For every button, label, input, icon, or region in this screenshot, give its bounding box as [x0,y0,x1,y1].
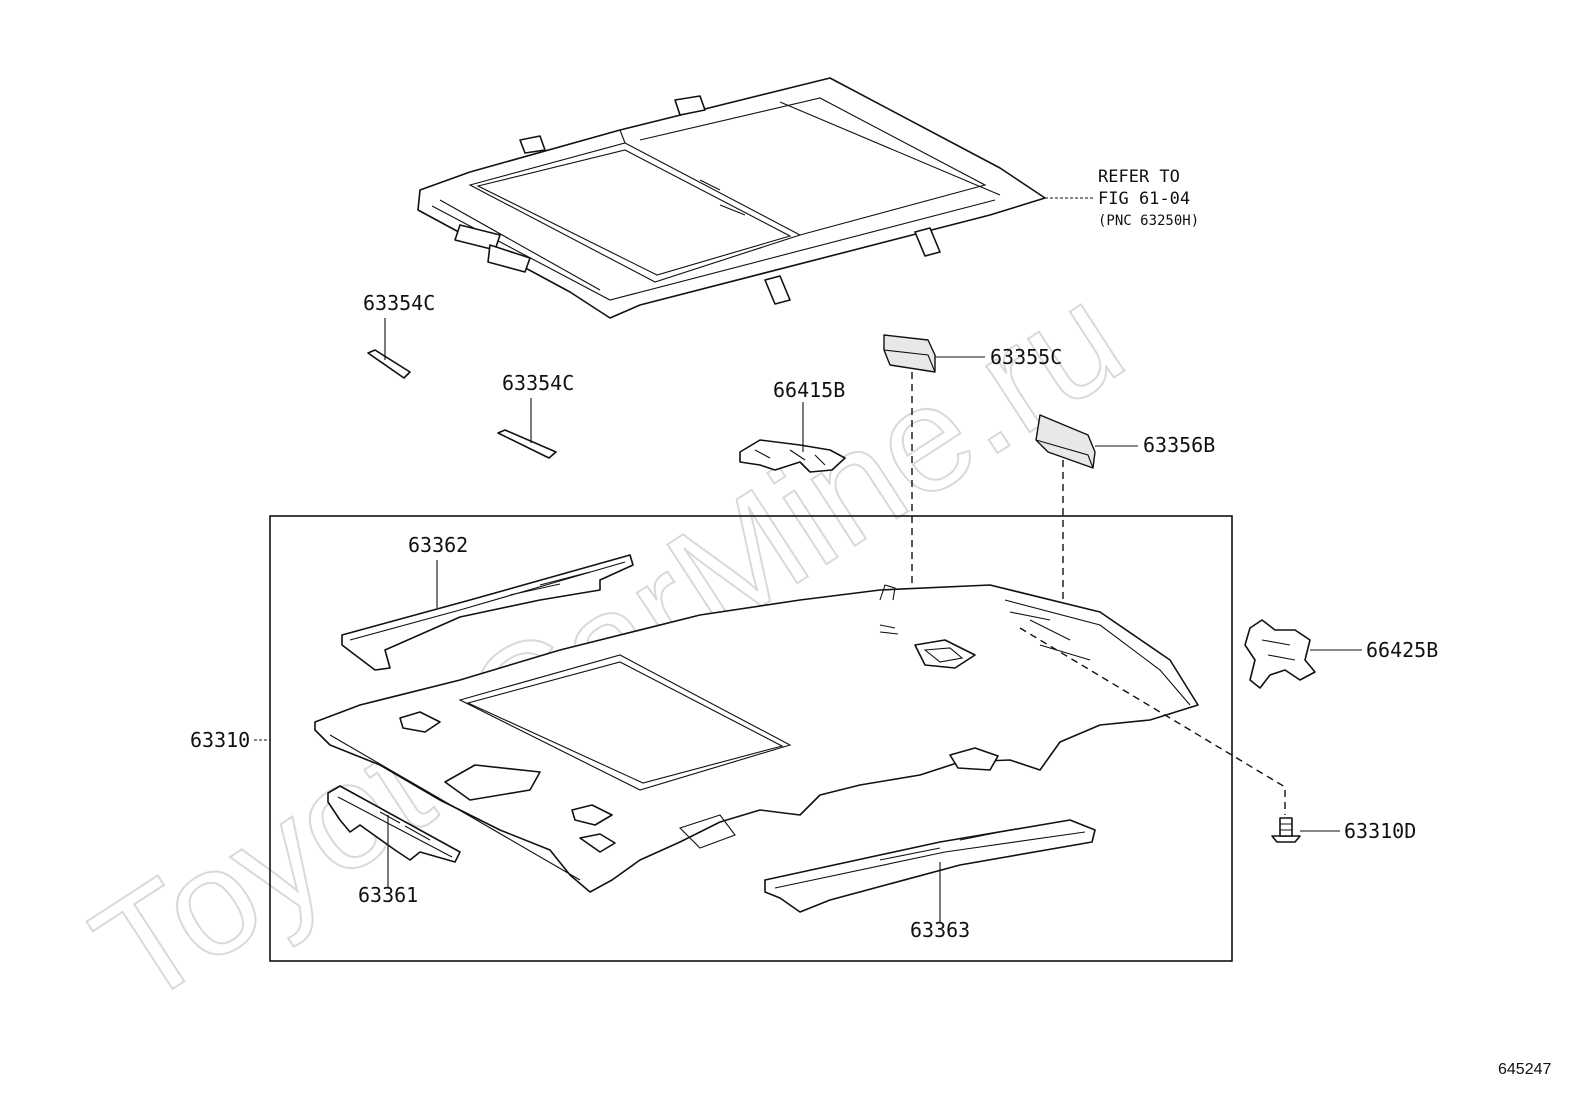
figure-number: 645247 [1498,1061,1551,1078]
label-63362: 63362 [408,533,468,557]
part-63310D [1019,627,1340,843]
label-63356B: 63356B [1143,433,1215,457]
part-63363 [764,819,1096,922]
part-63355C [883,334,985,592]
part-66425B [1244,619,1362,689]
label-66425B: 66425B [1366,638,1438,662]
label-63354C-b: 63354C [502,371,574,395]
label-63361: 63361 [358,883,418,907]
sunroof-frame-assembly [417,77,1046,319]
part-63354C-b [497,398,557,459]
label-63355C: 63355C [990,345,1062,369]
part-66415B [739,402,846,473]
label-63354C-a: 63354C [363,291,435,315]
part-63361 [327,785,461,887]
reference-line-3: (PNC 63250H) [1098,213,1199,229]
label-63363: 63363 [910,918,970,942]
label-66415B: 66415B [773,378,845,402]
label-63310D: 63310D [1344,819,1416,843]
reference-line-2: FIG 61-04 [1098,189,1190,209]
headliner-assembly-box [269,515,1233,962]
part-63362 [341,554,634,671]
part-63356B [1035,414,1138,680]
part-63354C-a [367,318,411,379]
label-63310: 63310 [190,728,250,752]
part-63310-headliner [314,584,1199,893]
reference-line-1: REFER TO [1098,167,1180,187]
